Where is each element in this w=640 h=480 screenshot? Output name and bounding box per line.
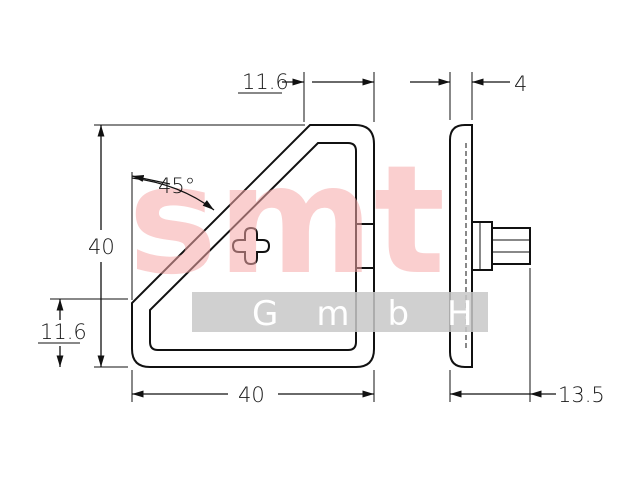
dim-thickness: 4 (410, 72, 527, 120)
watermark: smt GmbH (128, 134, 511, 334)
dim-bottom-offset: 11.6 (38, 298, 128, 367)
dim-angle-label: 45° (158, 174, 195, 198)
dim-depth-label: 13.5 (558, 383, 605, 407)
dim-angle: 45° (131, 172, 215, 300)
watermark-sub: GmbH (252, 294, 511, 334)
dim-width-label: 40 (238, 383, 265, 407)
dim-width: 40 (131, 370, 375, 407)
watermark-brand: smt (128, 134, 445, 308)
plus-hole (231, 226, 271, 266)
side-tab (471, 221, 493, 271)
dim-bottom-offset-label: 11.6 (40, 320, 87, 344)
dim-depth: 13.5 (449, 268, 605, 407)
dim-height-label: 40 (88, 235, 115, 259)
dim-thickness-label: 4 (514, 72, 527, 96)
watermark-band (192, 292, 488, 332)
dim-top-offset: 11.6 (238, 70, 375, 122)
side-pin (491, 227, 531, 265)
dim-top-offset-label: 11.6 (242, 70, 289, 94)
slot-nub (355, 223, 375, 269)
dim-height: 40 (88, 124, 305, 368)
